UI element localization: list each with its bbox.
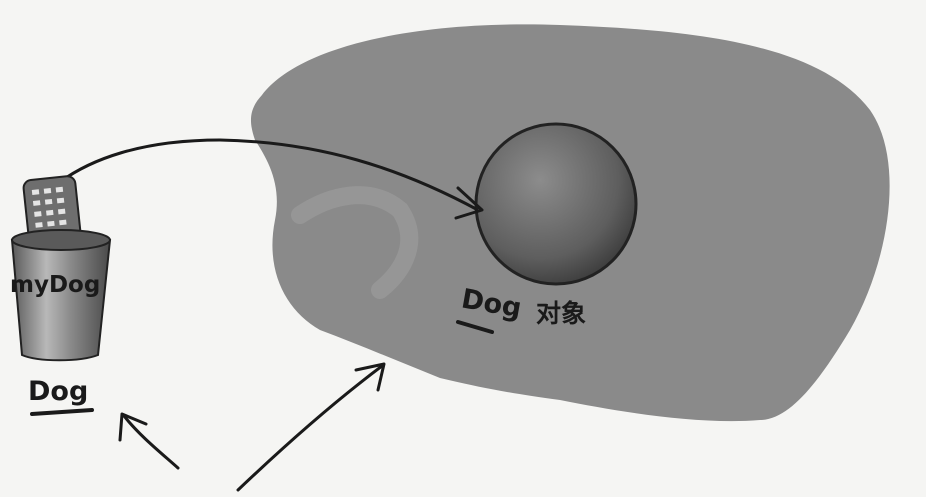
object-suffix: 对象 [536,299,586,328]
dog-object-ball [476,124,636,284]
annotation-arrow-right [238,366,382,490]
annotation-arrow-left [124,416,178,468]
variable-type-underline [32,410,92,414]
variable-type: Dog [28,376,88,407]
variable-name: myDog [10,272,100,298]
